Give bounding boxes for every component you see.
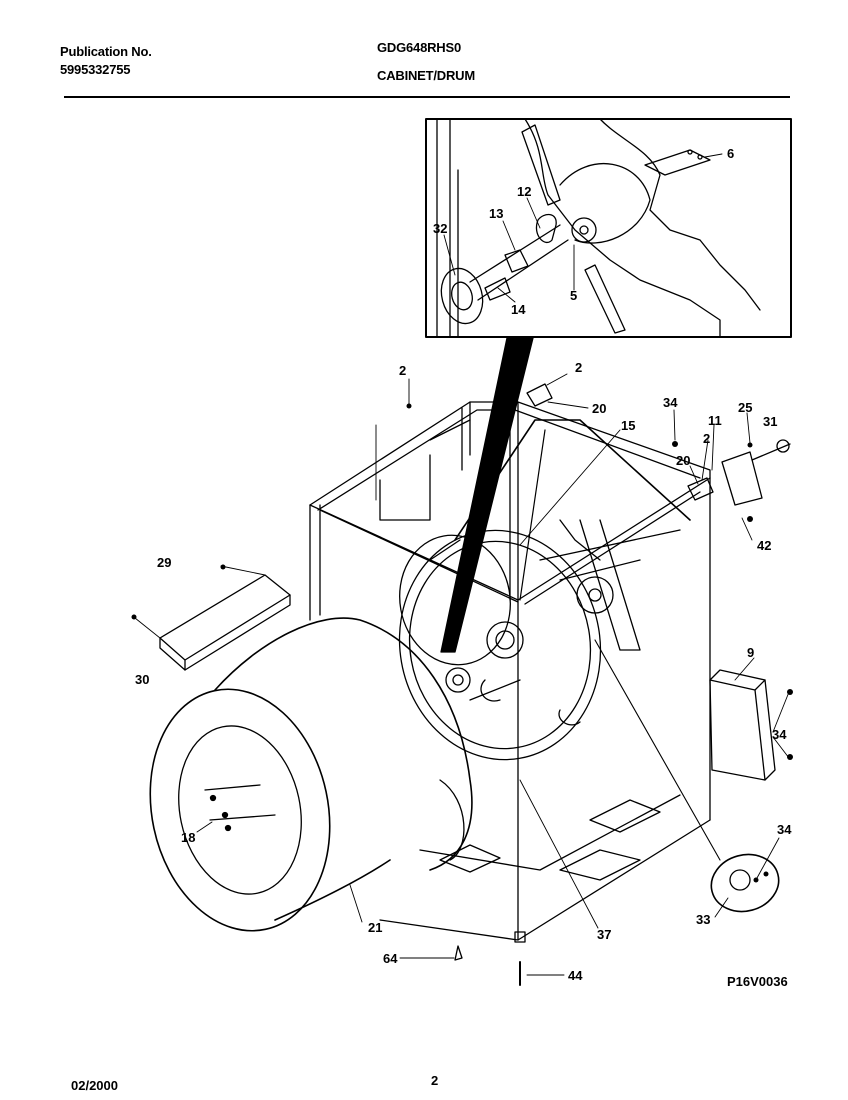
- callout-11: 11: [708, 413, 722, 428]
- inset-clip-12: [535, 213, 557, 244]
- inset-slot-1: [521, 124, 561, 206]
- drum-front-rim: [149, 688, 331, 932]
- callout-44: 44: [568, 968, 583, 983]
- callout-30: 30: [135, 672, 149, 687]
- rear-bearing: [486, 621, 524, 659]
- callout-20-upper: 20: [592, 401, 606, 416]
- callout-2-upper: 2: [575, 360, 582, 375]
- inset-idler-hub: [571, 217, 597, 243]
- upper-brackets: [526, 383, 791, 506]
- inset-detail: [425, 118, 792, 338]
- callout-34-lower: 34: [777, 822, 792, 837]
- inset-pointer: [440, 337, 534, 653]
- idler-arm: [579, 519, 641, 651]
- callout-34-right: 34: [772, 727, 787, 742]
- lint-duct: [709, 669, 776, 781]
- callout-12: 12: [517, 184, 531, 199]
- callout-6: 6: [727, 146, 734, 161]
- inset-frame: [425, 118, 792, 338]
- callout-37: 37: [597, 927, 611, 942]
- callout-25: 25: [738, 400, 752, 415]
- inset-slot-2: [584, 264, 626, 334]
- idler-support: [576, 576, 614, 614]
- rear-bulkhead: [398, 519, 681, 761]
- cabinet-base: [379, 819, 711, 941]
- model-number: GDG648RHS0: [377, 40, 461, 55]
- callout-9: 9: [747, 645, 754, 660]
- callout-33: 33: [696, 912, 710, 927]
- callout-15: 15: [621, 418, 635, 433]
- callout-5: 5: [570, 288, 577, 303]
- callout-42: 42: [757, 538, 771, 553]
- bracket-11: [721, 451, 763, 506]
- callout-20-right: 20: [676, 453, 690, 468]
- publication-label: Publication No.: [60, 44, 152, 59]
- publication-number: 5995332755: [60, 62, 131, 77]
- cabinet-left-panel: [379, 454, 431, 521]
- callout-14: 14: [511, 302, 526, 317]
- callout-32: 32: [433, 221, 447, 236]
- callout-31: 31: [763, 414, 777, 429]
- section-title: CABINET/DRUM: [377, 68, 475, 83]
- inset-pulley-32: [440, 267, 484, 325]
- callout-2-right: 2: [703, 431, 710, 446]
- toe-panel: [134, 565, 291, 671]
- inset-bracket-6: [644, 149, 711, 176]
- leader-lines: [196, 153, 790, 976]
- drum: [149, 617, 473, 932]
- drum-opening: [178, 725, 302, 895]
- belt: [454, 419, 691, 541]
- callout-29: 29: [157, 555, 171, 570]
- header-rule: [64, 96, 790, 98]
- callout-64: 64: [383, 951, 398, 966]
- callout-34-upper: 34: [663, 395, 678, 410]
- inset-cabinet-edge: [436, 118, 459, 338]
- callout-21: 21: [368, 920, 382, 935]
- callout-18: 18: [181, 830, 195, 845]
- callout-2-top: 2: [399, 363, 406, 378]
- footer-date: 02/2000: [71, 1078, 118, 1093]
- clip-64: [454, 945, 463, 961]
- motor: [594, 639, 780, 913]
- inset-bulkhead: [524, 118, 721, 338]
- screw-31: [776, 439, 790, 453]
- inset-clip-13: [504, 249, 529, 273]
- drum-baffles: [204, 784, 276, 821]
- cabinet-back-post: [509, 401, 519, 601]
- diagram-reference-code: P16V0036: [727, 974, 788, 989]
- drive-pulley: [445, 667, 471, 693]
- footer-page-number: 2: [431, 1073, 439, 1088]
- callout-13: 13: [489, 206, 503, 221]
- inset-shaft-14: [469, 224, 569, 301]
- cabinet-front-left: [309, 504, 519, 941]
